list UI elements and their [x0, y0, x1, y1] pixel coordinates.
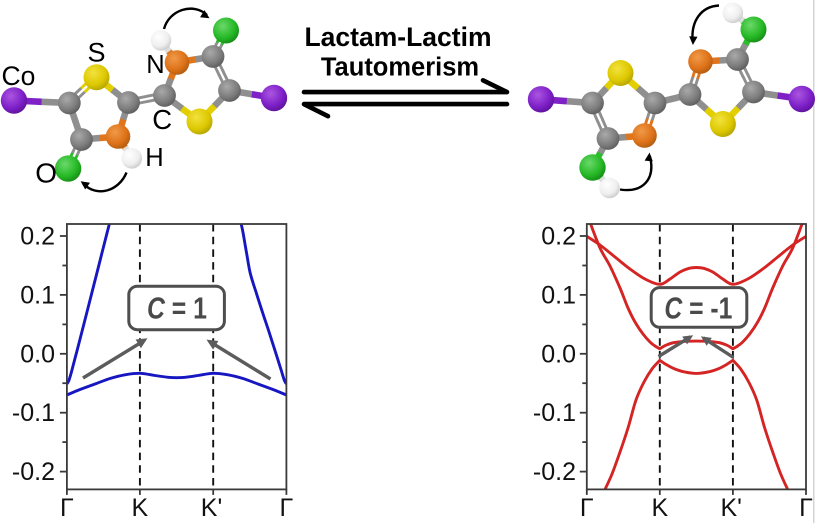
svg-text:-0.1: -0.1 [533, 399, 576, 427]
svg-text:0.1: 0.1 [20, 281, 55, 309]
svg-text:C = 1: C = 1 [147, 292, 207, 326]
svg-text:Γ: Γ [60, 494, 74, 522]
svg-text:K: K [651, 494, 668, 522]
svg-text:K': K' [720, 494, 741, 522]
svg-text:H: H [145, 144, 163, 172]
svg-text:-0.2: -0.2 [12, 458, 55, 486]
svg-text:Γ: Γ [580, 494, 594, 522]
svg-text:O: O [35, 158, 57, 189]
svg-text:K': K' [201, 494, 222, 522]
svg-text:0.0: 0.0 [20, 340, 55, 368]
svg-text:0.1: 0.1 [541, 281, 576, 309]
svg-text:0.2: 0.2 [20, 223, 55, 251]
svg-text:S: S [88, 37, 106, 67]
svg-text:Γ: Γ [280, 494, 294, 522]
svg-text:K: K [132, 494, 149, 522]
svg-text:Tautomerism: Tautomerism [321, 54, 479, 82]
svg-text:C = -1: C = -1 [664, 292, 732, 326]
svg-text:Lactam-Lactim: Lactam-Lactim [304, 22, 491, 52]
svg-text:0.2: 0.2 [541, 223, 576, 251]
svg-text:-0.2: -0.2 [533, 458, 576, 486]
svg-text:0.0: 0.0 [541, 340, 576, 368]
svg-text:N: N [146, 51, 164, 79]
svg-text:Co: Co [2, 61, 36, 91]
svg-text:Γ: Γ [799, 494, 813, 522]
svg-text:-0.1: -0.1 [12, 399, 55, 427]
svg-text:C: C [152, 104, 172, 135]
